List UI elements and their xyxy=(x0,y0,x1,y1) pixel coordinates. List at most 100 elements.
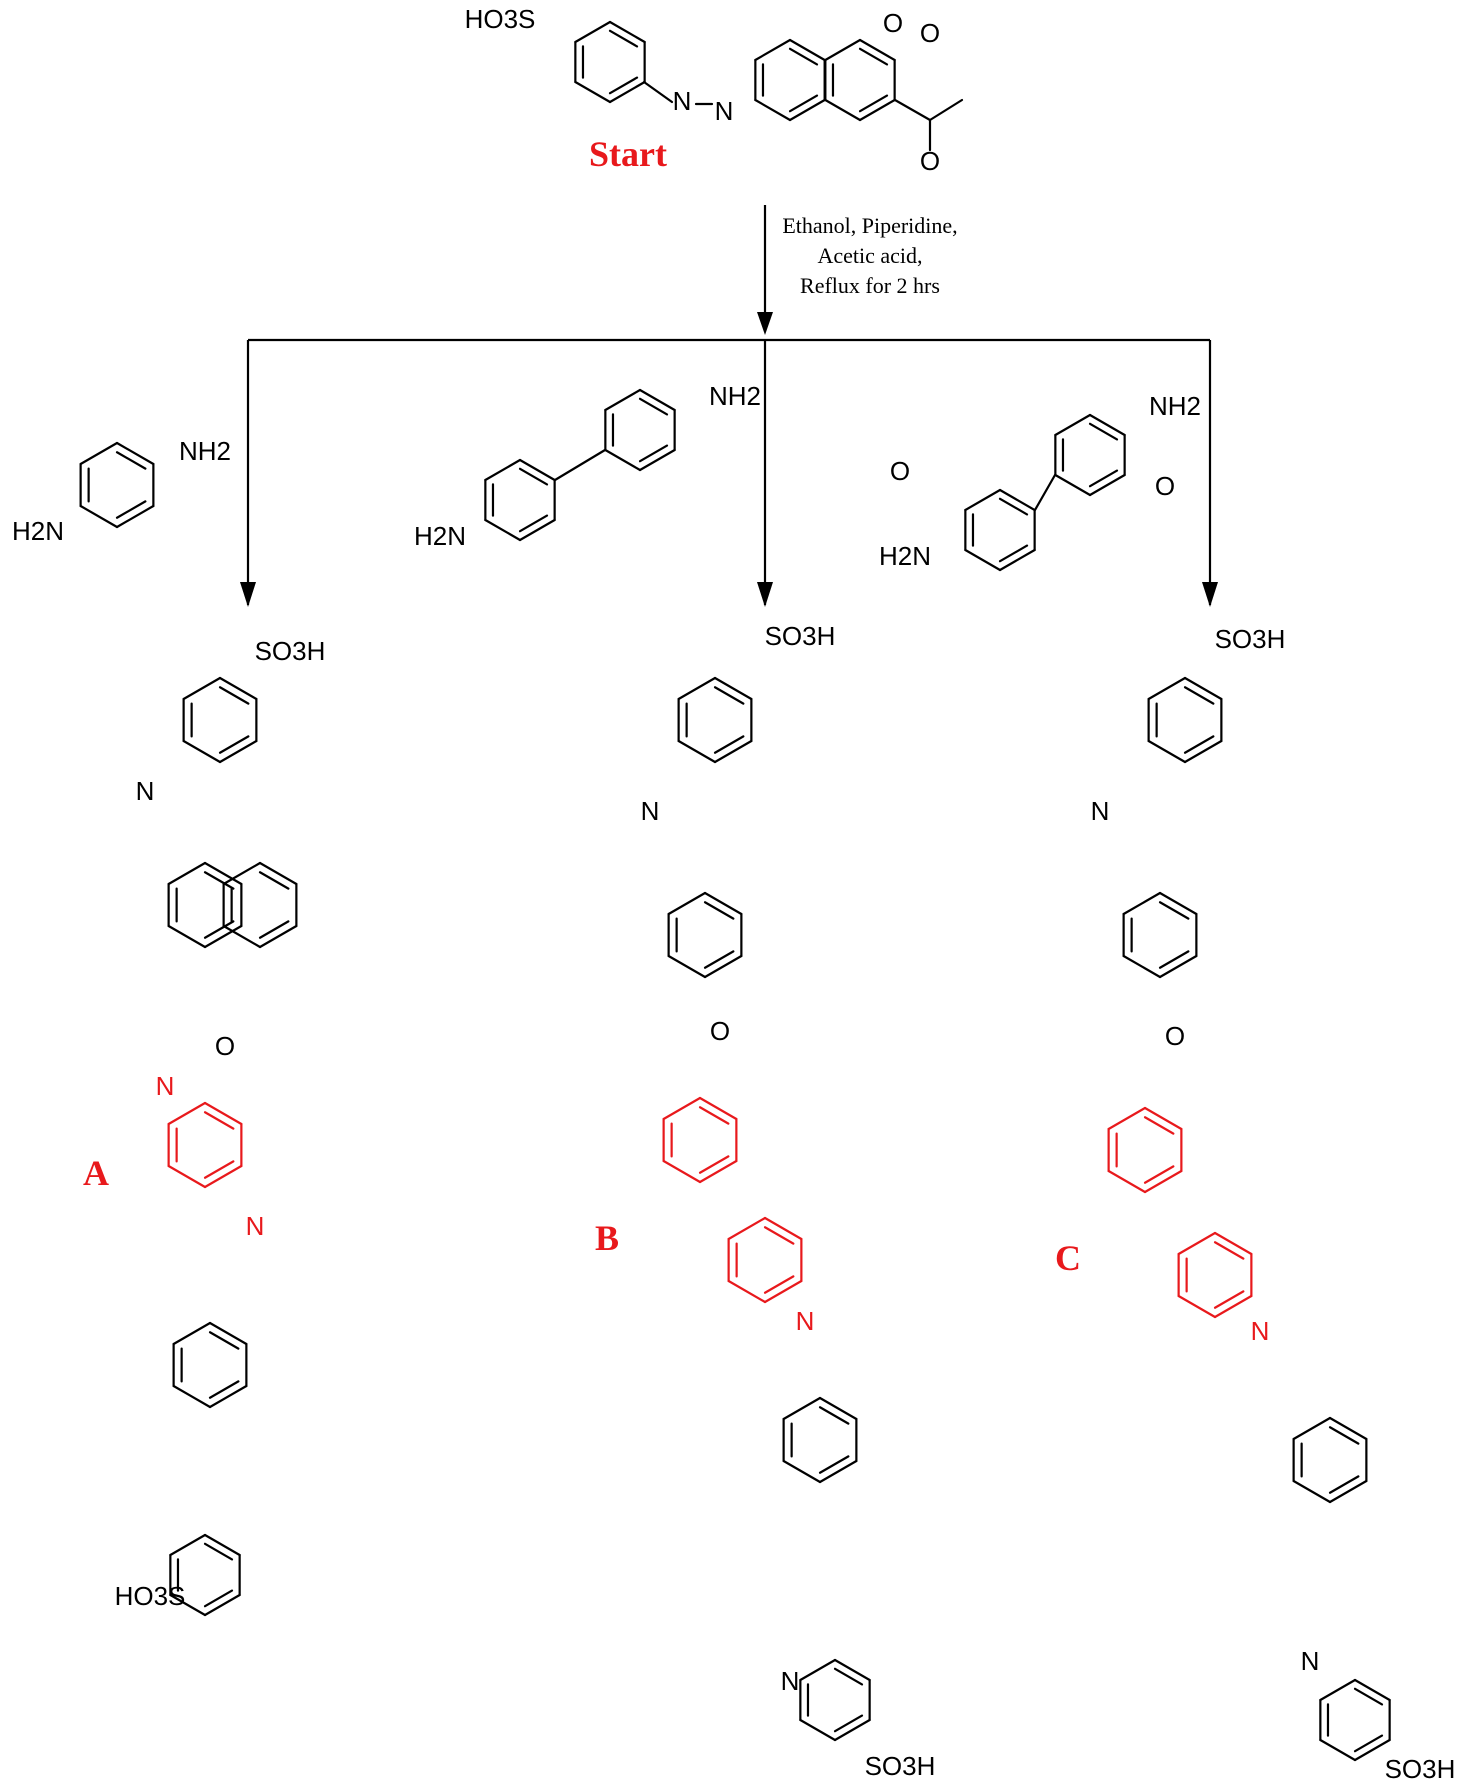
bond xyxy=(893,98,932,122)
bond xyxy=(713,676,753,701)
bond xyxy=(698,1159,738,1184)
bond xyxy=(203,1589,234,1608)
bond xyxy=(638,397,669,416)
atom-label: SO3H xyxy=(765,621,836,651)
bond xyxy=(754,38,792,62)
bond xyxy=(788,94,819,113)
bond xyxy=(1353,1678,1391,1702)
bond xyxy=(1292,1479,1332,1504)
bond xyxy=(203,920,235,939)
bond xyxy=(818,1455,850,1474)
atom-label: HO3S xyxy=(115,1581,186,1611)
bond xyxy=(79,441,119,466)
bond xyxy=(799,1718,837,1742)
bond xyxy=(677,676,717,701)
bond xyxy=(799,1658,837,1682)
bond xyxy=(1183,739,1223,764)
bond xyxy=(608,80,646,104)
bond xyxy=(1213,1231,1253,1256)
bond xyxy=(1183,686,1215,705)
bond xyxy=(788,98,826,122)
bond xyxy=(638,448,676,472)
bond xyxy=(167,924,207,949)
bond xyxy=(169,1593,207,1617)
bond xyxy=(167,1101,207,1126)
bond xyxy=(833,1658,871,1682)
bond xyxy=(698,1096,738,1121)
bond xyxy=(172,1384,212,1409)
bond xyxy=(998,497,1029,516)
bond xyxy=(518,518,556,542)
bond xyxy=(208,1331,240,1350)
atom-label: O xyxy=(890,456,910,486)
start-label: Start xyxy=(589,134,667,174)
atom-label: O xyxy=(1155,471,1175,501)
bond xyxy=(258,861,298,886)
atom-label: N xyxy=(1301,1646,1320,1676)
bond xyxy=(964,488,1002,512)
atom-label: N xyxy=(715,96,734,126)
main-reaction-arrow xyxy=(757,205,773,335)
bond xyxy=(574,80,612,104)
atom-label: SO3H xyxy=(1215,624,1286,654)
bond xyxy=(203,1164,243,1189)
bond xyxy=(833,1714,864,1733)
bond xyxy=(727,1216,767,1241)
bond xyxy=(484,458,522,482)
atom-label: O xyxy=(1165,1021,1185,1051)
bond xyxy=(1033,473,1057,512)
bond xyxy=(203,871,235,890)
bond xyxy=(998,548,1036,572)
bond xyxy=(1143,1165,1175,1184)
bond xyxy=(1328,1475,1360,1494)
bond xyxy=(703,954,743,979)
bond xyxy=(1158,901,1190,920)
branch-arrows xyxy=(240,338,1218,607)
bond xyxy=(1177,1231,1217,1256)
bond xyxy=(222,924,262,949)
condition-line-3: Reflux for 2 hrs xyxy=(800,273,940,298)
bond xyxy=(703,891,743,916)
bond xyxy=(1319,1678,1357,1702)
bond xyxy=(1213,1241,1245,1260)
product-label-b: B xyxy=(595,1218,619,1258)
condition-line-1: Ethanol, Piperidine, xyxy=(782,213,957,238)
bond xyxy=(115,451,147,470)
bond xyxy=(1147,739,1187,764)
bond xyxy=(788,38,826,62)
bond xyxy=(258,920,290,939)
condition-line-2: Acetic acid, xyxy=(817,243,922,268)
bond xyxy=(713,739,753,764)
bond xyxy=(824,38,862,62)
product-label-c: C xyxy=(1055,1238,1081,1278)
atom-label: SO3H xyxy=(865,1751,936,1781)
bond xyxy=(182,739,222,764)
bond xyxy=(1213,1294,1253,1319)
bond xyxy=(1088,413,1126,437)
bond xyxy=(1183,735,1215,754)
bond xyxy=(222,861,262,886)
bond xyxy=(167,861,207,886)
bond xyxy=(727,1279,767,1304)
atom-label: O xyxy=(920,146,940,176)
atom-label: N xyxy=(781,1666,800,1696)
bond xyxy=(258,924,298,949)
bond xyxy=(203,1593,241,1617)
bond xyxy=(858,94,889,113)
atom-label: N xyxy=(1251,1316,1270,1346)
bond xyxy=(172,1321,212,1346)
bond xyxy=(698,1155,730,1174)
bond xyxy=(1143,1106,1183,1131)
bond xyxy=(169,1533,207,1557)
atom-label: SO3H xyxy=(255,636,326,666)
bond xyxy=(608,76,639,95)
bond xyxy=(662,1159,702,1184)
bond xyxy=(677,739,717,764)
bond xyxy=(1158,954,1198,979)
bond xyxy=(1328,1426,1360,1445)
bond xyxy=(1143,1116,1175,1135)
bond xyxy=(998,544,1029,563)
bond xyxy=(518,458,556,482)
atom-label: N xyxy=(156,1071,175,1101)
